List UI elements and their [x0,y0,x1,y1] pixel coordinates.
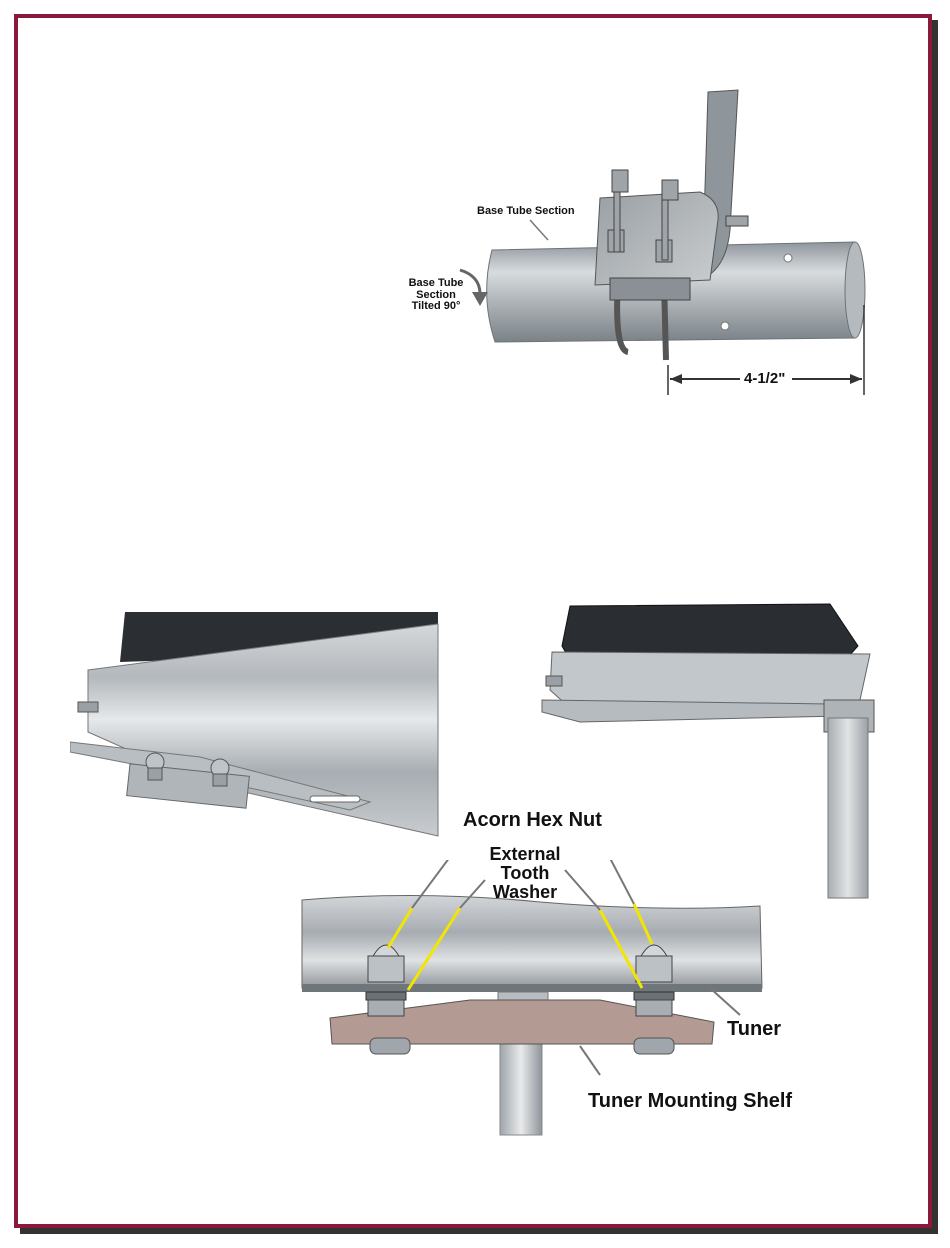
washer-label-line3: Washer [480,883,570,902]
dimension-label: 4-1/2" [744,371,785,387]
external-tooth-washer-label: External Tooth Washer [480,845,570,902]
tuner-edge-closeup-photo [70,612,440,840]
base-tube-bracket-photo [400,80,900,410]
tilted-label-line1: Base Tube [404,278,468,290]
washer-label-line1: External [480,845,570,864]
washer-label-line2: Tooth [480,864,570,883]
base-tube-section-label: Base Tube Section [477,206,575,218]
acorn-hex-nut-label: Acorn Hex Nut [463,810,602,831]
frame-shadow-right [932,20,938,1234]
tilted-label-line3: Tilted 90° [404,301,468,313]
tuner-label: Tuner [727,1019,781,1040]
tuner-mounting-shelf-label: Tuner Mounting Shelf [588,1091,792,1112]
frame-shadow-bottom [20,1228,938,1234]
tilted-label: Base Tube Section Tilted 90° [404,278,468,313]
tuner-on-shelf-photo [540,600,880,900]
